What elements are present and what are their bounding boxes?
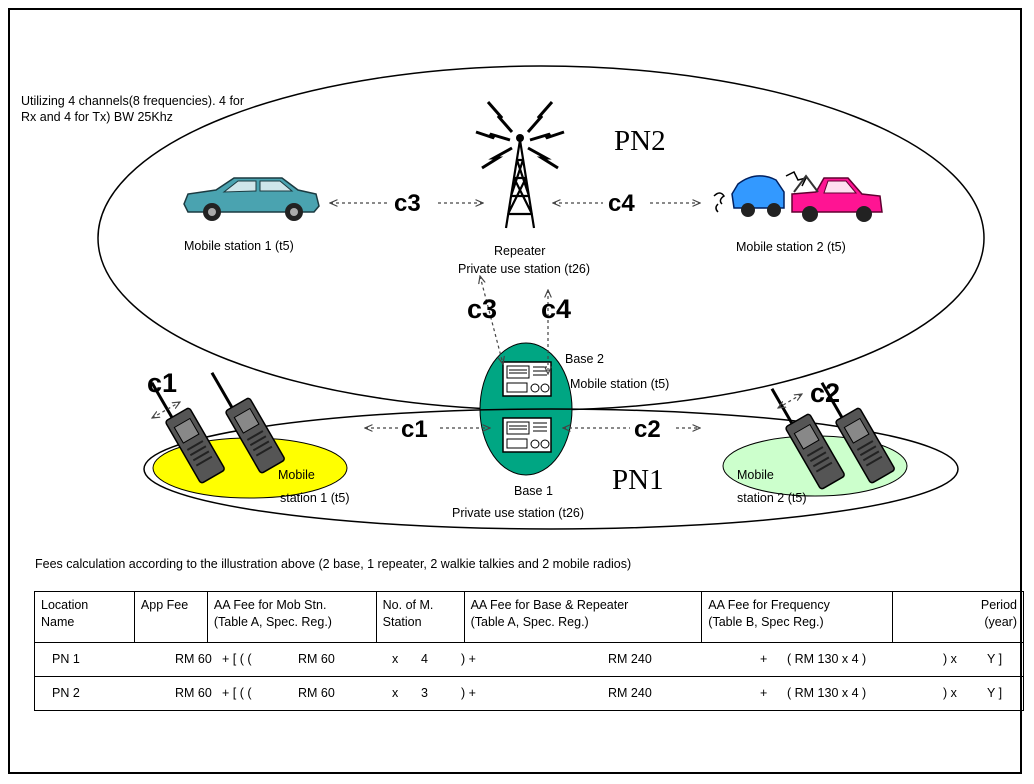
formula-open: + [ ( ( — [222, 686, 252, 700]
base-radio-icon — [502, 361, 552, 397]
frequency-fee: ( RM 130 x 4 ) — [787, 686, 867, 700]
mobile-station-1-pn2-label: Mobile station 1 (t5) — [184, 239, 294, 253]
period-multiplier: ) x — [943, 652, 957, 666]
formula-open: + [ ( ( — [222, 652, 252, 666]
arrow-c2-walkie — [778, 394, 802, 408]
location-name: PN 1 — [52, 652, 80, 666]
header-no-of-m-station: No. of M.Station — [375, 591, 465, 643]
base-2-label: Base 2 — [565, 352, 604, 366]
walkie-talkie-icon — [150, 381, 225, 484]
station-count: 4 — [421, 652, 428, 666]
base-repeater-fee: RM 240 — [608, 652, 652, 666]
times-sign: x — [392, 686, 399, 700]
radio-tower-icon — [475, 101, 565, 229]
formula-close: ) + — [461, 686, 476, 700]
channel-label-c1: c1 — [401, 416, 428, 443]
channel-label-c4: c4 — [608, 190, 635, 217]
location-name: PN 2 — [52, 686, 80, 700]
pn1-coverage-ellipse — [143, 408, 959, 530]
base-2-type-label: Mobile station (t5) — [570, 377, 669, 391]
repeater-type-label: Private use station (t26) — [458, 262, 590, 276]
app-fee: RM 60 — [175, 686, 212, 700]
header-aa-fee-frequency: AA Fee for Frequency(Table B, Spec Reg.) — [701, 591, 894, 643]
mob-stn-fee: RM 60 — [298, 652, 335, 666]
pn1-label: PN1 — [612, 464, 664, 496]
car-icon — [183, 177, 320, 221]
mobile-station-1-pn1-label: Mobile — [278, 468, 315, 482]
mobile-station-2-pn1-label: Mobile — [737, 468, 774, 482]
period-years: Y ] — [987, 686, 1003, 700]
table-row: PN 1 RM 60 + [ ( ( RM 60 x 4 ) + RM 240 … — [34, 642, 1024, 677]
fees-caption: Fees calculation according to the illust… — [35, 557, 632, 571]
times-sign: x — [392, 652, 399, 666]
channel-label-c1: c1 — [147, 368, 177, 398]
channel-note: Utilizing 4 channels(8 frequencies). 4 f… — [21, 94, 245, 124]
header-period: Period(year) — [892, 591, 1024, 643]
mob-stn-fee: RM 60 — [298, 686, 335, 700]
channel-label-c4: c4 — [541, 294, 571, 324]
network-diagram: PN2 PN1 c3 c4 c3 c4 c1 c2 c1 c2 Mobile s… — [97, 65, 985, 530]
channel-label-c2: c2 — [634, 416, 661, 443]
frequency-fee: ( RM 130 x 4 ) — [787, 652, 867, 666]
base-repeater-fee: RM 240 — [608, 686, 652, 700]
channel-label-c3: c3 — [467, 294, 497, 324]
mobile-station-2-pn2-label: Mobile station 2 (t5) — [736, 240, 846, 254]
period-years: Y ] — [987, 652, 1003, 666]
app-fee: RM 60 — [175, 652, 212, 666]
mobile-station-1-pn1-label: station 1 (t5) — [280, 491, 349, 505]
repeater-label: Repeater — [494, 244, 545, 258]
station-count: 3 — [421, 686, 428, 700]
channel-label-c2: c2 — [810, 378, 840, 408]
plus-sign: + — [760, 652, 768, 666]
plus-sign: + — [760, 686, 768, 700]
base-radio-icon — [502, 417, 552, 453]
header-aa-fee-base-repeater: AA Fee for Base & Repeater(Table A, Spec… — [463, 591, 703, 643]
pn2-label: PN2 — [614, 125, 666, 157]
walkie-talkie-icon — [820, 381, 895, 484]
tow-truck-icon — [713, 170, 883, 222]
header-aa-fee-mob-stn: AA Fee for Mob Stn.(Table A, Spec. Reg.) — [206, 591, 377, 643]
mobile-station-2-pn1-label: station 2 (t5) — [737, 491, 806, 505]
channel-label-c3: c3 — [394, 190, 421, 217]
formula-close: ) + — [461, 652, 476, 666]
table-row: PN 2 RM 60 + [ ( ( RM 60 x 3 ) + RM 240 … — [34, 676, 1024, 711]
header-app-fee: App Fee — [133, 591, 208, 643]
walkie-talkie-icon — [770, 387, 845, 490]
period-multiplier: ) x — [943, 686, 957, 700]
base-1-label: Base 1 — [514, 484, 553, 498]
walkie-talkie-icon — [210, 371, 285, 474]
base-1-type-label: Private use station (t26) — [452, 506, 584, 520]
arrow-c1-walkie — [152, 402, 180, 418]
